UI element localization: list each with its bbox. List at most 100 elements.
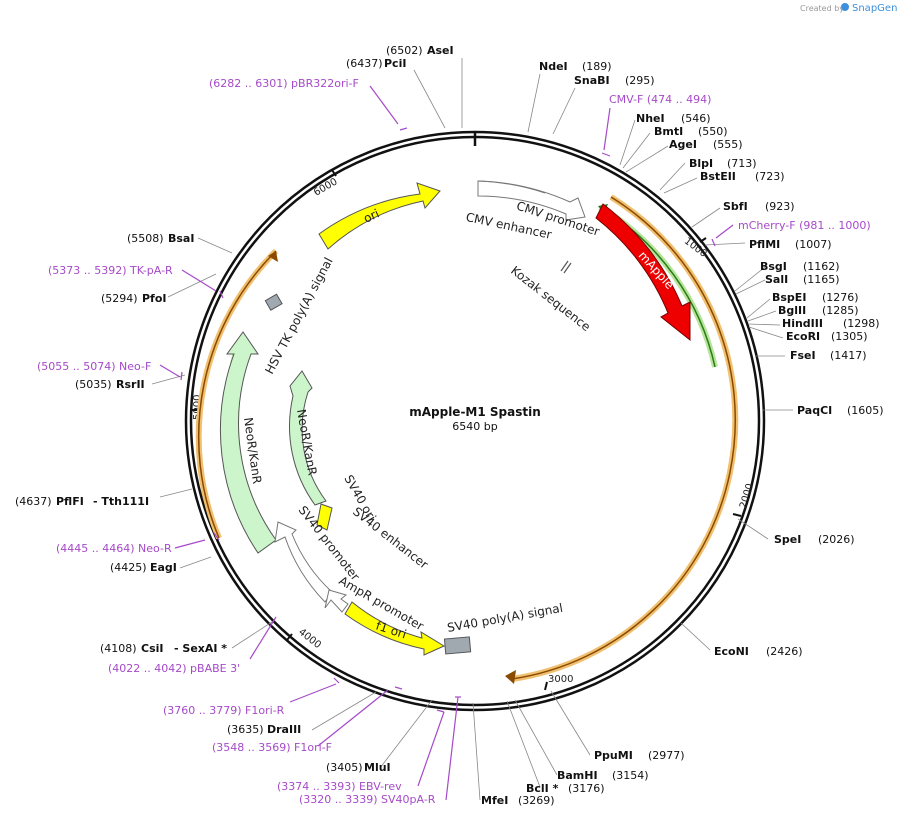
enzyme-sbfi-pos: (923) (765, 200, 795, 213)
primer-sv40pa: (3320 .. 3339) SV40pA-R (299, 793, 436, 806)
primer-mcherry: mCherry-F (981 .. 1000) (738, 219, 871, 232)
enzyme-pflfi-pos: (4637) (15, 495, 52, 508)
enzyme-bsai-name: BsaI (168, 232, 194, 245)
enzyme-hindiii-name: HindIII (782, 317, 823, 330)
primer-cmvf: CMV-F (474 .. 494) (609, 93, 711, 106)
enzyme-nhei-pos: (546) (681, 112, 711, 125)
primer-neof: (5055 .. 5074) Neo-F (37, 360, 151, 373)
enzyme-bamhi-name: BamHI (557, 769, 598, 782)
plasmid-size: 6540 bp (452, 420, 497, 433)
enzyme-sali-pos: (1165) (803, 273, 840, 286)
sv40-enhancer-label: SV40 enhancer (350, 504, 431, 571)
enzyme-bsai-pos: (5508) (127, 232, 164, 245)
enzyme-bcli-name: BclI * (526, 782, 559, 795)
enzyme-mfei-pos: (3269) (518, 794, 555, 807)
enzyme-bmti-name: BmtI (654, 125, 683, 138)
enzyme-ppumi-name: PpuMI (594, 749, 633, 762)
enzyme-pfoi-name: PfoI (142, 292, 167, 305)
enzyme-pfoi-pos: (5294) (101, 292, 138, 305)
hsv-tk-label: HSV TK poly(A) signal (262, 255, 335, 376)
enzyme-asei-pos: (6502) (386, 44, 423, 57)
enzyme-leaders (151, 58, 793, 801)
enzyme-bglii-name: BglII (778, 304, 806, 317)
enzyme-agei-pos: (555) (713, 138, 743, 151)
tick-4000: 4000 (296, 627, 323, 651)
enzyme-fsei-pos: (1417) (830, 349, 867, 362)
enzyme-pflmi-pos: (1007) (795, 238, 832, 251)
enzyme-paqci-name: PaqCI (797, 404, 832, 417)
enzyme-pcii-name: PciI (384, 57, 406, 70)
enzyme-eagi-name: EagI (150, 561, 177, 574)
primer-ebv: (3374 .. 3393) EBV-rev (277, 780, 402, 793)
enzyme-bsgi-pos: (1162) (803, 260, 840, 273)
enzyme-agei-name: AgeI (669, 138, 697, 151)
enzyme-ecori-name: EcoRI (786, 330, 820, 343)
enzyme-snabi-pos: (295) (625, 74, 655, 87)
enzyme-csii-name: CsiI (141, 642, 163, 655)
hsv-tk-feature: HSV TK poly(A) signal (262, 255, 335, 376)
primer-labels: (6282 .. 6301) pBR322ori-F CMV-F (474 ..… (37, 77, 871, 806)
enzyme-asei-name: AseI (427, 44, 454, 57)
enzyme-blpi-pos: (713) (727, 157, 757, 170)
enzyme-blpi-name: BlpI (689, 157, 713, 170)
enzyme-bsgi-name: BsgI (760, 260, 787, 273)
enzyme-ndei-pos: (189) (582, 60, 612, 73)
primer-pbr322ori: (6282 .. 6301) pBR322ori-F (209, 77, 359, 90)
enzyme-spei-name: SpeI (774, 533, 801, 546)
enzyme-pcii-pos: (6437) (346, 57, 383, 70)
enzyme-bamhi-pos: (3154) (612, 769, 649, 782)
enzyme-pflfi-extra: - Tth111I (93, 495, 149, 508)
enzyme-mfei-name: MfeI (481, 794, 508, 807)
cmv-features: CMV promoter CMV enhancer (465, 180, 601, 242)
enzyme-labels: (6502) AseI (6437) PciI NdeI (189) SnaBI… (15, 44, 884, 807)
enzyme-csii-extra: - SexAI * (174, 642, 227, 655)
enzyme-rsrii-pos: (5035) (75, 378, 112, 391)
enzyme-rsrii-name: RsrII (116, 378, 145, 391)
enzyme-sbfi-name: SbfI (723, 200, 748, 213)
tick-3000: 3000 (548, 674, 573, 685)
enzyme-draiii-name: DraIII (267, 723, 301, 736)
enzyme-fsei-name: FseI (790, 349, 816, 362)
mapple-feature: mApple (595, 203, 691, 342)
primer-leaders (159, 85, 734, 801)
enzyme-pflmi-name: PflMI (749, 238, 780, 251)
primer-tkpa: (5373 .. 5392) TK-pA-R (48, 264, 173, 277)
enzyme-bspei-pos: (1276) (822, 291, 859, 304)
enzyme-ecori-pos: (1305) (831, 330, 868, 343)
enzyme-bspei-name: BspEI (772, 291, 806, 304)
snapgene-logo-icon (841, 3, 849, 11)
enzyme-bglii-pos: (1285) (822, 304, 859, 317)
enzyme-mlui-pos: (3405) (326, 761, 363, 774)
enzyme-nhei-name: NheI (636, 112, 665, 125)
sv40pa-feature: SV40 poly(A) signal (443, 601, 564, 655)
enzyme-draiii-pos: (3635) (227, 723, 264, 736)
ori-feature: ori (318, 182, 441, 250)
enzyme-ndei-name: NdeI (539, 60, 568, 73)
kozak-label: Kozak sequence (508, 263, 593, 334)
sv40pa-label: SV40 poly(A) signal (446, 601, 564, 635)
enzyme-econi-name: EcoNI (714, 645, 749, 658)
credit-brand: SnapGene (852, 3, 897, 14)
enzyme-econi-pos: (2426) (766, 645, 803, 658)
primer-pbabe: (4022 .. 4042) pBABE 3' (108, 662, 240, 675)
enzyme-spei-pos: (2026) (818, 533, 855, 546)
enzyme-bmti-pos: (550) (698, 125, 728, 138)
ori-label: ori (361, 206, 381, 225)
kozak-feature: Kozak sequence (508, 260, 593, 334)
primer-f1orir: (3760 .. 3779) F1ori-R (163, 704, 285, 717)
enzyme-pflfi-name: PflFI (56, 495, 84, 508)
enzyme-paqci-pos: (1605) (847, 404, 884, 417)
enzyme-eagi-pos: (4425) (110, 561, 147, 574)
enzyme-hindiii-pos: (1298) (843, 317, 880, 330)
plasmid-name: mApple-M1 Spastin (409, 405, 541, 419)
enzyme-csii-pos: (4108) (100, 642, 137, 655)
enzyme-sali-name: SalI (765, 273, 788, 286)
enzyme-bsteii-name: BstEII (700, 170, 736, 183)
enzyme-bcli-pos: (3176) (568, 782, 605, 795)
enzyme-bsteii-pos: (723) (755, 170, 785, 183)
enzyme-mlui-name: MluI (364, 761, 391, 774)
primer-neor: (4445 .. 4464) Neo-R (56, 542, 172, 555)
credit-prefix: Created by (800, 4, 844, 13)
